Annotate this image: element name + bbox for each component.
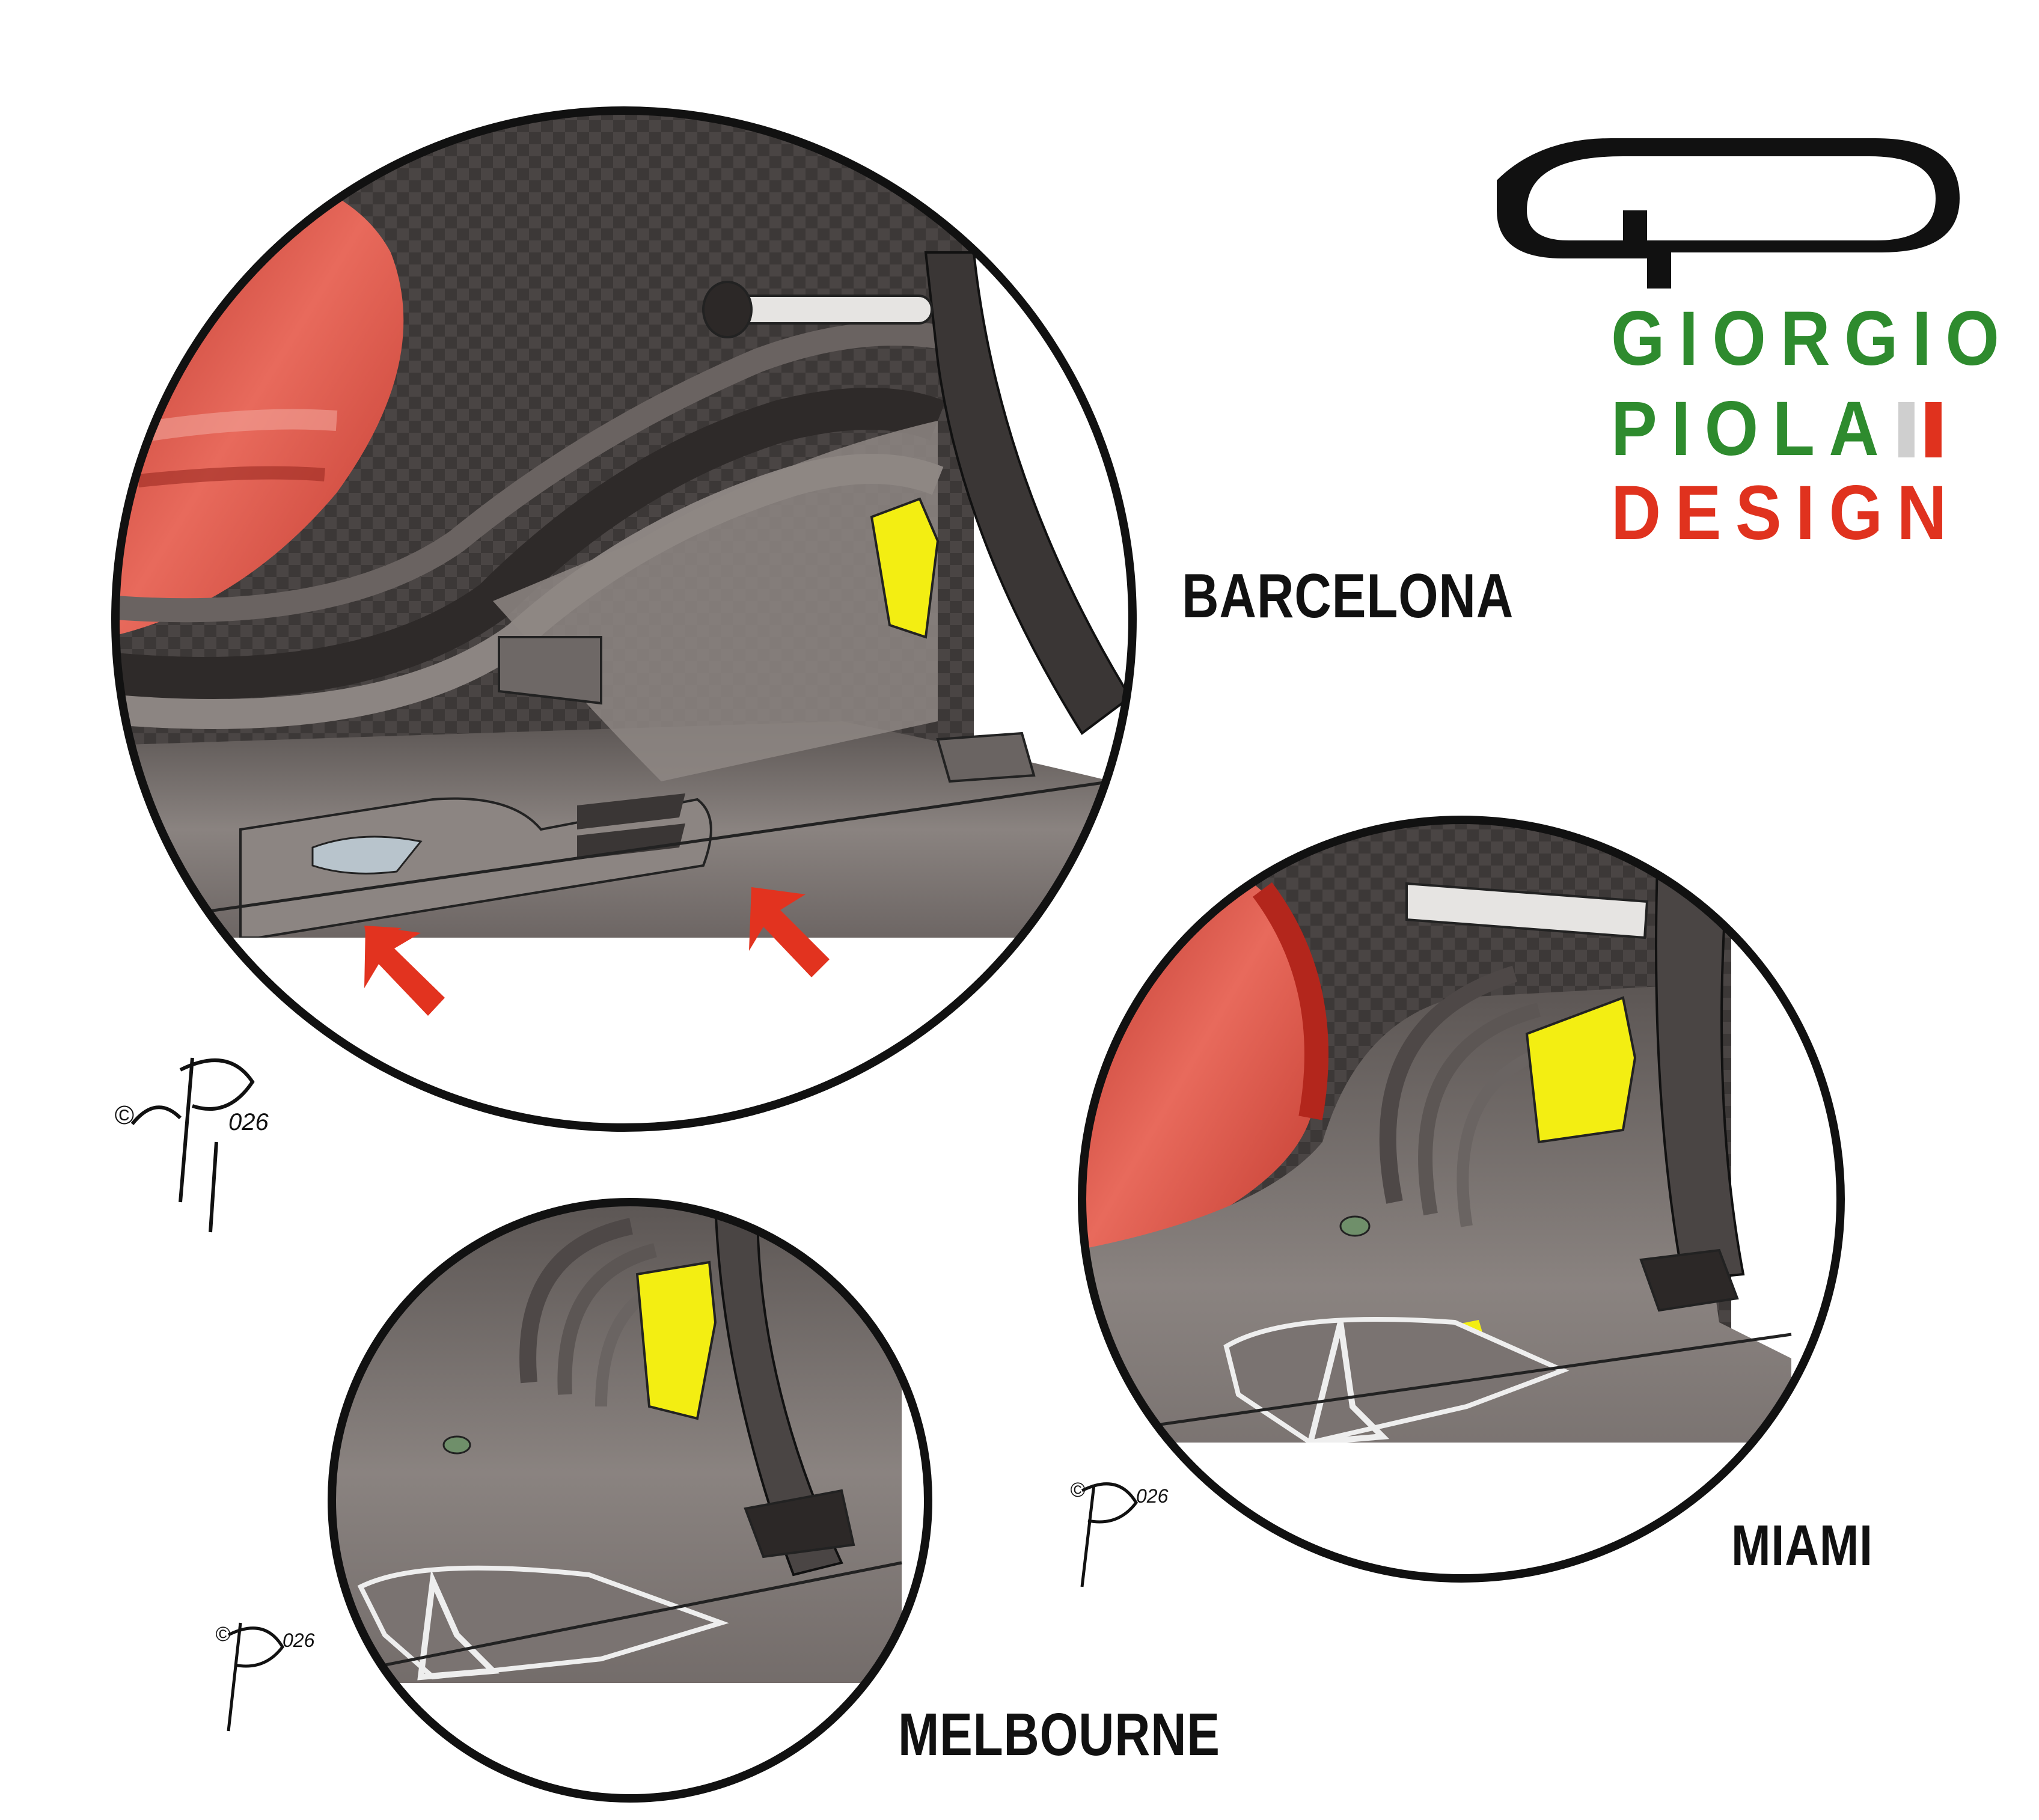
svg-text:026: 026 <box>1136 1485 1169 1507</box>
logo-flag-white-bar <box>1898 402 1915 457</box>
melbourne-label: MELBOURNE <box>898 1701 1220 1768</box>
arrow-icon <box>749 887 830 977</box>
artist-signature: © 026 <box>215 1622 315 1732</box>
logo-flag-red-bar <box>1925 402 1942 457</box>
logo-line-piola: PIOLA <box>1611 391 1942 468</box>
miami-panel <box>1078 816 1845 1583</box>
melbourne-frame <box>328 1198 932 1803</box>
gp-monogram-icon <box>1497 138 1960 289</box>
svg-text:©: © <box>114 1101 134 1130</box>
logo-piola-text: PIOLA <box>1611 386 1894 472</box>
svg-text:©: © <box>215 1623 231 1646</box>
svg-text:©: © <box>1070 1479 1086 1501</box>
miami-frame <box>1078 816 1845 1583</box>
melbourne-panel <box>328 1198 932 1803</box>
barcelona-label: BARCELONA <box>1182 561 1514 631</box>
svg-text:026: 026 <box>228 1109 269 1135</box>
arrow-icon <box>364 926 445 1016</box>
svg-text:026: 026 <box>283 1629 315 1651</box>
logo-line-design: DESIGN <box>1611 470 1961 556</box>
miami-label: MIAMI <box>1731 1513 1873 1578</box>
barcelona-frame <box>111 106 1137 1132</box>
barcelona-panel <box>111 106 1137 1132</box>
artist-signature: © 026 <box>114 1057 269 1233</box>
logo-line-giorgio: GIORGIO <box>1611 296 2014 382</box>
artist-signature: © 026 <box>1070 1479 1169 1587</box>
